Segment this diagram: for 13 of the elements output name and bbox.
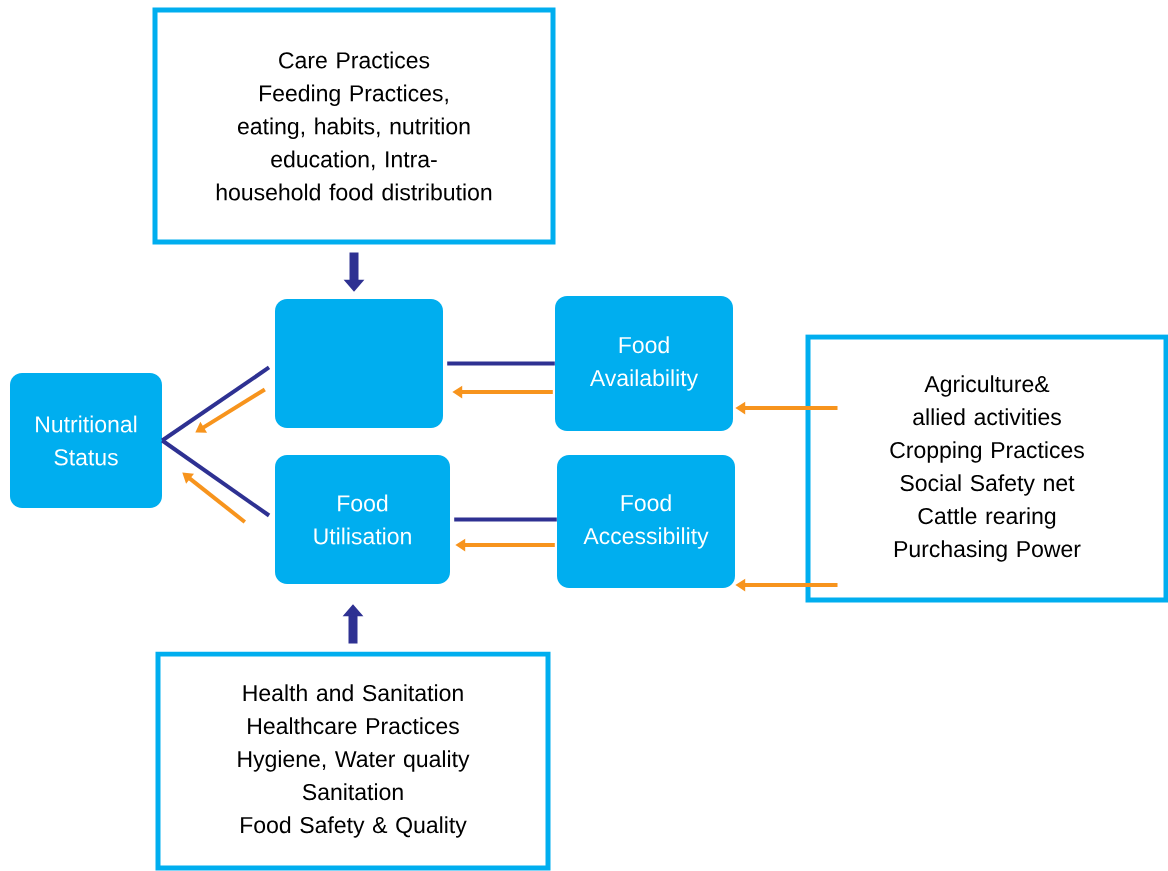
connector-line — [161, 438, 271, 518]
connector-line — [454, 517, 557, 522]
arrow — [182, 472, 247, 524]
text-box: Agriculture& allied activities Cropping Practices Social Safety net Cattle rearing Purchasing Power — [805, 334, 1168, 603]
rounded-box: Nutritional Status — [10, 373, 162, 508]
connector-line — [161, 365, 271, 443]
text-box: Care Practices Feeding Practices, eating, habits, nutrition education, Intra-household food distribution — [152, 7, 556, 245]
rounded-box: Food Availability — [555, 296, 733, 431]
rounded-box: Food Accessibility — [557, 455, 735, 588]
text-box: Health and Sanitation Healthcare Practices Hygiene, Water quality Sanitation Food Safety & Quality — [155, 651, 551, 871]
rounded-box: Food Utilisation — [275, 455, 450, 584]
connector-line — [447, 361, 555, 366]
rounded-box — [275, 299, 443, 428]
